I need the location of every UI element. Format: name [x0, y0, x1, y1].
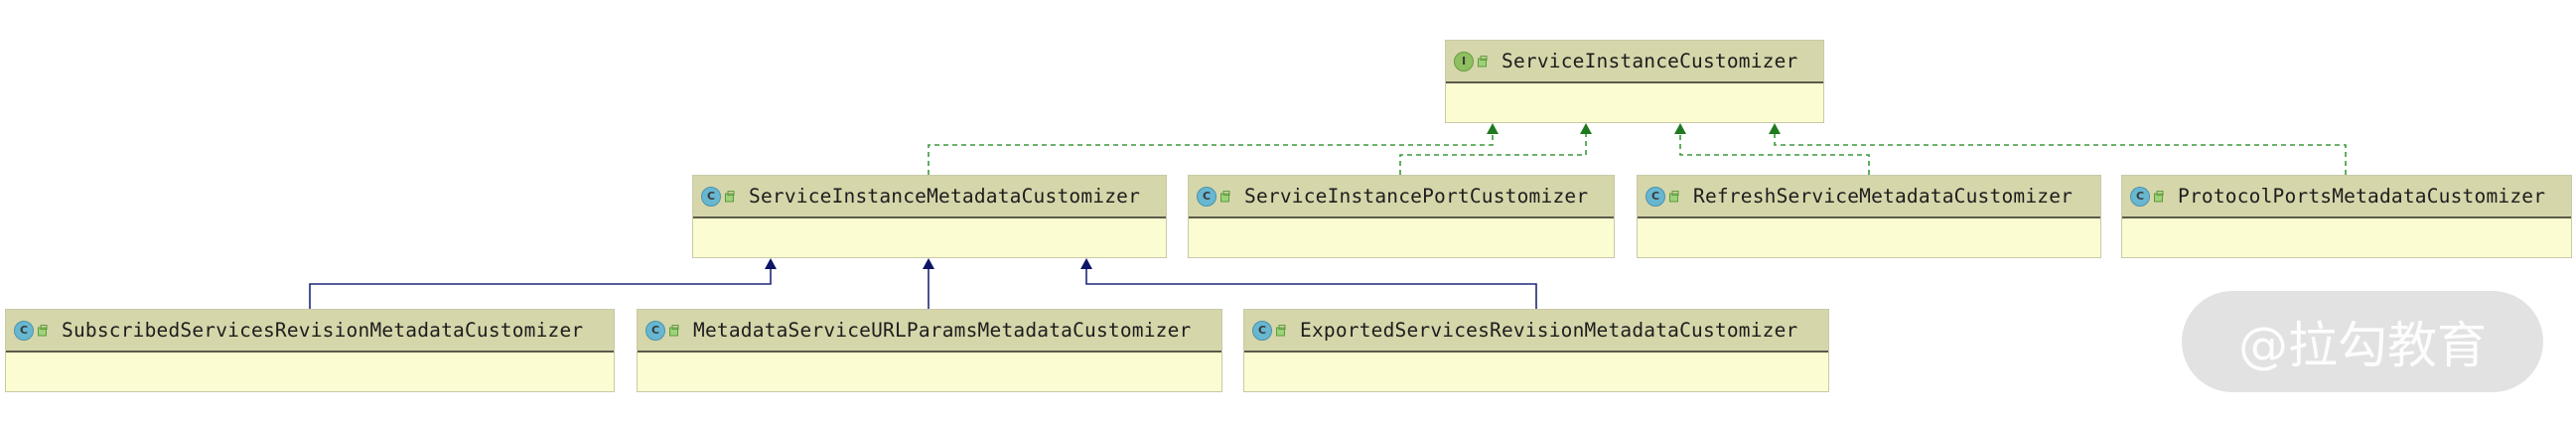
node-label: ServiceInstancePortCustomizer: [1244, 185, 1589, 208]
edge-ppmc-to-sic: [1774, 132, 2347, 175]
node-protocol-ports-metadata-customizer[interactable]: C ProtocolPortsMetadataCustomizer: [2121, 175, 2572, 258]
node-label: RefreshServiceMetadataCustomizer: [1693, 185, 2074, 208]
class-icon: C: [1252, 320, 1272, 341]
class-icon: C: [645, 320, 665, 341]
public-visibility-icon: [1669, 190, 1679, 202]
class-icon: C: [2130, 186, 2150, 207]
arrowhead-rsmc-to-sic: [1674, 123, 1686, 134]
node-label: ServiceInstanceCustomizer: [1502, 50, 1798, 72]
class-icon: C: [701, 186, 721, 207]
edge-sipc-to-sic: [1399, 132, 1587, 175]
arrowhead-simc-to-sic: [1487, 123, 1499, 134]
edge-ssrmc-to-simc: [309, 267, 772, 309]
edge-rsmc-to-sic: [1679, 132, 1870, 175]
class-icon: C: [1197, 186, 1216, 207]
public-visibility-icon: [1220, 190, 1230, 202]
node-metadata-service-url-params-metadata-customizer[interactable]: C MetadataServiceURLParamsMetadataCustom…: [637, 309, 1222, 392]
arrowhead-msupm-to-simc: [923, 258, 934, 269]
node-refresh-service-metadata-customizer[interactable]: C RefreshServiceMetadataCustomizer: [1637, 175, 2101, 258]
edge-simc-to-sic: [928, 132, 1494, 175]
arrowhead-esrmc-to-simc: [1080, 258, 1092, 269]
public-visibility-icon: [669, 324, 679, 336]
edge-esrmc-to-simc: [1085, 267, 1537, 309]
node-label: MetadataServiceURLParamsMetadataCustomiz…: [693, 319, 1192, 342]
node-label: ProtocolPortsMetadataCustomizer: [2178, 185, 2546, 208]
node-service-instance-port-customizer[interactable]: C ServiceInstancePortCustomizer: [1188, 175, 1615, 258]
arrowhead-ssrmc-to-simc: [765, 258, 777, 269]
node-exported-services-revision-metadata-customizer[interactable]: C ExportedServicesRevisionMetadataCustom…: [1243, 309, 1829, 392]
node-subscribed-services-revision-metadata-customizer[interactable]: C SubscribedServicesRevisionMetadataCust…: [5, 309, 615, 392]
arrowhead-ppmc-to-sic: [1769, 123, 1781, 134]
public-visibility-icon: [725, 190, 735, 202]
node-service-instance-metadata-customizer[interactable]: C ServiceInstanceMetadataCustomizer: [692, 175, 1167, 258]
arrowhead-sipc-to-sic: [1580, 123, 1592, 134]
watermark: @拉勾教育: [2182, 291, 2543, 392]
node-label: ServiceInstanceMetadataCustomizer: [749, 185, 1141, 208]
public-visibility-icon: [38, 324, 48, 336]
interface-icon: I: [1454, 51, 1474, 71]
class-icon: C: [14, 320, 34, 341]
class-icon: C: [1646, 186, 1665, 207]
node-label: SubscribedServicesRevisionMetadataCustom…: [62, 319, 584, 342]
public-visibility-icon: [2154, 190, 2164, 202]
public-visibility-icon: [1276, 324, 1286, 336]
public-visibility-icon: [1478, 55, 1488, 67]
node-service-instance-customizer[interactable]: I ServiceInstanceCustomizer: [1445, 40, 1824, 123]
node-label: ExportedServicesRevisionMetadataCustomiz…: [1300, 319, 1798, 342]
